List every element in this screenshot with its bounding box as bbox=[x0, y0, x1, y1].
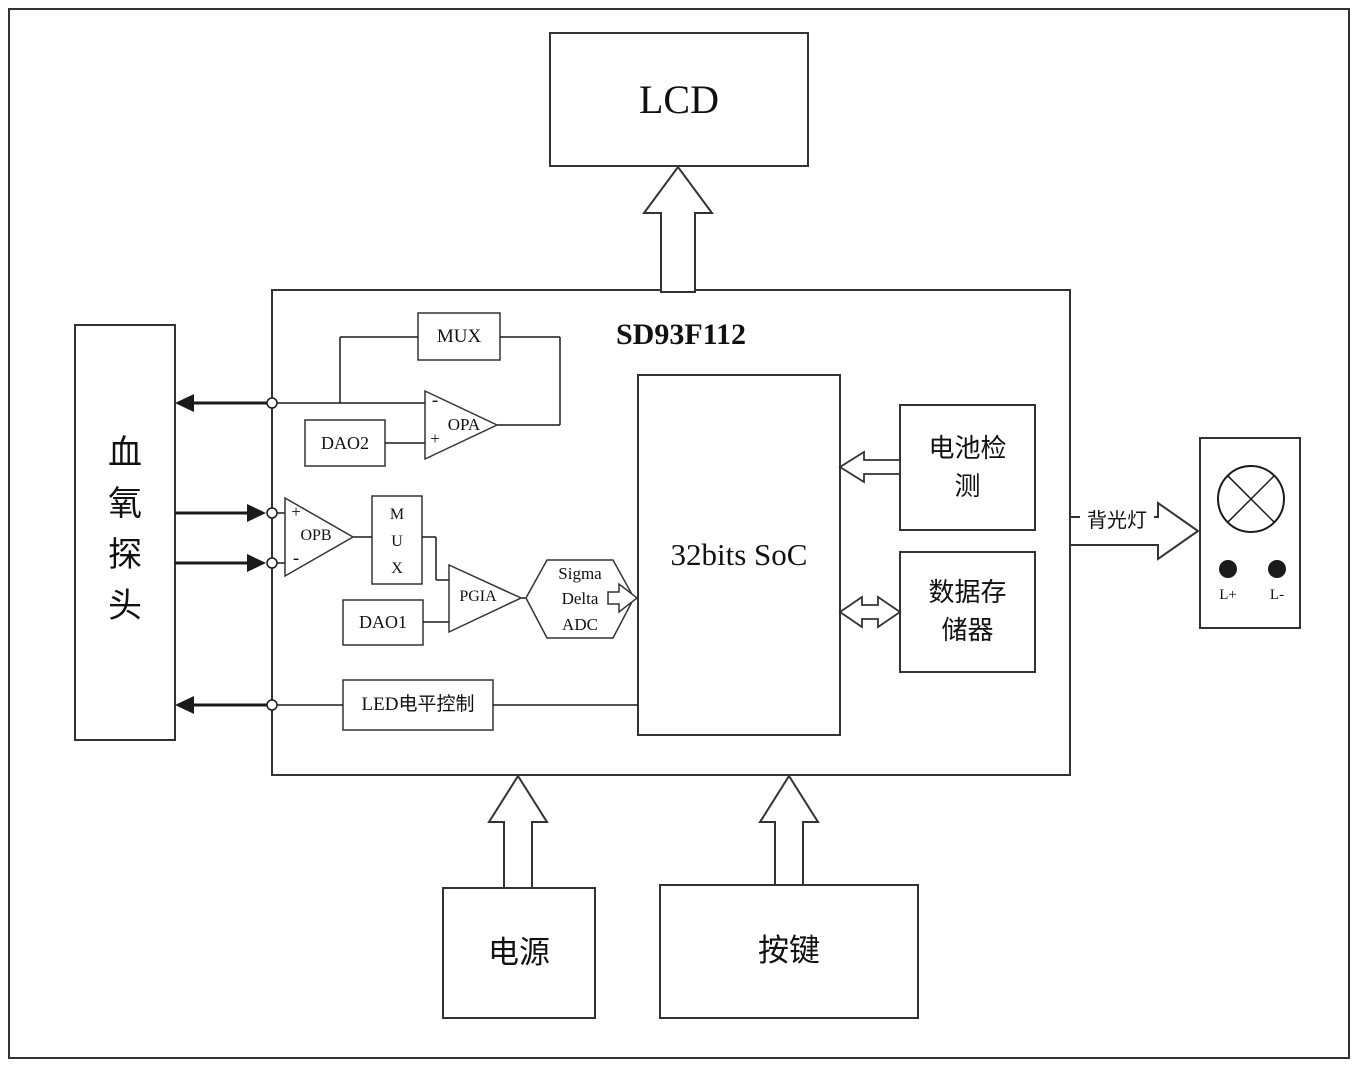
opa-minus-sign: - bbox=[431, 390, 439, 412]
adc-label: Sigma Delta ADC bbox=[558, 563, 602, 634]
keys-block-arrow-icon bbox=[758, 774, 820, 886]
storage-box bbox=[899, 551, 1036, 673]
lcd-block-arrow-icon bbox=[642, 165, 714, 293]
dao2-label: DAO2 bbox=[321, 432, 369, 453]
opa-plus-sign: + bbox=[430, 429, 440, 449]
page-border bbox=[8, 8, 1350, 1059]
led-ctrl-box bbox=[342, 679, 494, 731]
lcd-box bbox=[549, 32, 809, 167]
backlight-label: 背光灯 bbox=[1080, 508, 1154, 534]
opb-plus-sign: + bbox=[291, 502, 301, 522]
lamp-lplus-label: L+ bbox=[1219, 586, 1237, 603]
battery-box bbox=[899, 404, 1036, 531]
junction-node bbox=[266, 507, 278, 519]
soc-box bbox=[637, 374, 841, 736]
power-box bbox=[442, 887, 596, 1019]
storage-label: 数据存储器 bbox=[928, 578, 1007, 645]
arrowhead-icon bbox=[175, 696, 194, 714]
power-label: 电源 bbox=[488, 934, 550, 970]
power-block-arrow-icon bbox=[487, 774, 549, 889]
lamp-cross-line bbox=[1227, 475, 1275, 523]
terminal-dot-icon bbox=[1219, 560, 1237, 578]
storage-double-arrow-icon bbox=[838, 595, 902, 629]
junction-node bbox=[266, 699, 278, 711]
wires bbox=[277, 336, 638, 706]
pgia-label: PGIA bbox=[459, 588, 497, 605]
mux-mid-box bbox=[371, 495, 423, 585]
lamp-lminus-label: L- bbox=[1269, 586, 1285, 603]
keys-label: 按键 bbox=[758, 933, 820, 969]
opb-triangle bbox=[284, 496, 355, 578]
battery-label: 电池检测 bbox=[928, 433, 1007, 501]
led-ctrl-label: LED电平控制 bbox=[361, 694, 475, 716]
opa-triangle bbox=[424, 389, 499, 461]
arrowhead-icon bbox=[175, 394, 194, 412]
pgia-triangle bbox=[448, 563, 523, 634]
opb-label: OPB bbox=[300, 527, 332, 544]
probe-arrows bbox=[175, 394, 267, 714]
adc-soc-arrow-icon bbox=[607, 582, 639, 614]
terminal-dot-icon bbox=[1268, 560, 1286, 578]
dao2-box bbox=[304, 419, 386, 467]
chip-title: SD93F112 bbox=[615, 318, 747, 352]
dao1-label: DAO1 bbox=[359, 612, 407, 633]
probe-label: 血氧探头 bbox=[108, 435, 142, 625]
lamp-circle-x-icon bbox=[1217, 465, 1285, 533]
lcd-label: LCD bbox=[639, 76, 719, 122]
probe-box bbox=[74, 324, 176, 741]
mux-top-label: MUX bbox=[436, 325, 482, 347]
junction-node bbox=[266, 557, 278, 569]
soc-label: 32bits SoC bbox=[670, 536, 808, 572]
arrowhead-icon bbox=[247, 504, 266, 522]
mux-mid-label: MUX bbox=[389, 506, 405, 578]
dao1-box bbox=[342, 599, 424, 646]
opa-label: OPA bbox=[447, 415, 481, 435]
battery-block-arrow-icon bbox=[838, 450, 901, 484]
arrowhead-icon bbox=[247, 554, 266, 572]
junction-node bbox=[266, 397, 278, 409]
opb-minus-sign: - bbox=[292, 548, 300, 570]
keys-box bbox=[659, 884, 919, 1019]
